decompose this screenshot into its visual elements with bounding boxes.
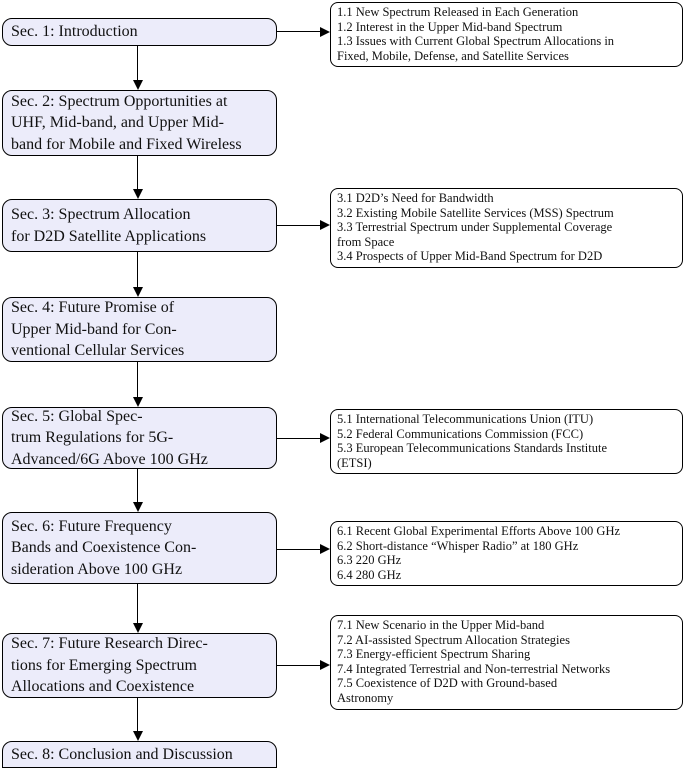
subsection-item: 1.2 Interest in the Upper Mid-band Spect… — [337, 19, 563, 34]
subsection-item: 6.3 220 GHz — [337, 553, 402, 568]
section-box-3: Sec. 3: Spectrum Allocation for D2D Sate… — [2, 199, 277, 252]
section-box-2: Sec. 2: Spectrum Opportunities at UHF, M… — [2, 90, 277, 156]
section-box-5: Sec. 5: Global Spec- trum Regulations fo… — [2, 407, 277, 469]
section-2-label: Sec. 2: Spectrum Opportunities at UHF, M… — [11, 92, 242, 153]
section-box-8: Sec. 8: Conclusion and Discussion — [2, 741, 277, 768]
subsection-box-7: 7.1 New Scenario in the Upper Mid-band 7… — [330, 615, 683, 710]
subsection-item: 3.3 Terrestrial Spectrum under Supplemen… — [337, 220, 613, 249]
arrowhead-down-icon — [132, 189, 143, 199]
arrow-sec5-to-sec6 — [137, 469, 138, 502]
section-7-label: Sec. 7: Future Research Direc- tions for… — [11, 635, 208, 696]
subsection-item: 3.2 Existing Mobile Satellite Services (… — [337, 205, 614, 220]
subsection-item: 7.3 Energy-efficient Spectrum Sharing — [337, 647, 531, 662]
section-8-label: Sec. 8: Conclusion and Discussion — [11, 745, 233, 763]
subsection-box-5: 5.1 International Telecommunications Uni… — [330, 409, 683, 475]
arrow-sec7-to-subs — [277, 664, 320, 666]
subsection-item: 3.4 Prospects of Upper Mid-Band Spectrum… — [337, 249, 603, 264]
arrowhead-down-icon — [132, 502, 143, 512]
arrow-sec1-to-subs — [277, 31, 320, 32]
arrow-sec7-to-sec8 — [137, 698, 138, 731]
arrowhead-right-icon — [320, 26, 330, 37]
arrow-sec5-to-subs — [277, 437, 320, 439]
arrowhead-down-icon — [132, 623, 143, 633]
subsection-box-1: 1.1 New Spectrum Released in Each Genera… — [330, 2, 683, 68]
section-4-label: Sec. 4: Future Promise of Upper Mid-band… — [11, 299, 185, 360]
arrow-sec6-to-sec7 — [137, 584, 138, 623]
subsection-item: 5.3 European Telecommunications Standard… — [337, 441, 608, 470]
arrow-sec2-to-sec3 — [137, 156, 138, 189]
section-3-label: Sec. 3: Spectrum Allocation for D2D Sate… — [11, 206, 207, 245]
subsection-item: 7.4 Integrated Terrestrial and Non-terre… — [337, 661, 611, 676]
arrow-sec6-to-subs — [277, 548, 320, 550]
arrowhead-right-icon — [320, 660, 330, 670]
section-box-1: Sec. 1: Introduction — [2, 18, 277, 46]
subsection-item: 1.1 New Spectrum Released in Each Genera… — [337, 5, 579, 19]
arrow-sec3-to-subs — [277, 224, 320, 226]
subsection-item: 1.3 Issues with Current Global Spectrum … — [337, 34, 615, 63]
subsection-item: 7.2 AI-assisted Spectrum Allocation Stra… — [337, 632, 570, 647]
arrowhead-down-icon — [132, 287, 143, 297]
arrow-sec1-to-sec2 — [137, 46, 138, 80]
subsection-item: 7.5 Coexistence of D2D with Ground-based… — [337, 676, 558, 705]
subsection-item: 6.1 Recent Global Experimental Efforts A… — [337, 524, 621, 538]
section-box-7: Sec. 7: Future Research Direc- tions for… — [2, 633, 277, 698]
subsection-item: 3.1 D2D’s Need for Bandwidth — [337, 191, 494, 205]
arrowhead-down-icon — [132, 731, 143, 741]
subsection-box-3: 3.1 D2D’s Need for Bandwidth 3.2 Existin… — [330, 188, 683, 268]
section-box-4: Sec. 4: Future Promise of Upper Mid-band… — [2, 297, 277, 362]
section-6-label: Sec. 6: Future Frequency Bands and Coexi… — [11, 517, 197, 578]
subsection-box-6: 6.1 Recent Global Experimental Efforts A… — [330, 521, 683, 587]
arrowhead-right-icon — [320, 433, 330, 443]
subsection-item: 6.4 280 GHz — [337, 567, 402, 582]
section-5-label: Sec. 5: Global Spec- trum Regulations fo… — [11, 407, 208, 468]
arrow-sec3-to-sec4 — [137, 252, 138, 287]
subsection-item: 6.2 Short-distance “Whisper Radio” at 18… — [337, 538, 579, 553]
subsection-item: 7.1 New Scenario in the Upper Mid-band — [337, 618, 545, 632]
subsection-item: 5.2 Federal Communications Commission (F… — [337, 426, 584, 441]
section-1-label: Sec. 1: Introduction — [11, 23, 138, 41]
subsection-item: 5.1 International Telecommunications Uni… — [337, 412, 594, 426]
arrowhead-right-icon — [320, 220, 330, 230]
arrow-sec4-to-sec5 — [137, 362, 138, 397]
arrowhead-right-icon — [320, 544, 330, 554]
arrowhead-down-icon — [132, 80, 143, 90]
section-box-6: Sec. 6: Future Frequency Bands and Coexi… — [2, 512, 277, 584]
arrowhead-down-icon — [132, 397, 143, 407]
